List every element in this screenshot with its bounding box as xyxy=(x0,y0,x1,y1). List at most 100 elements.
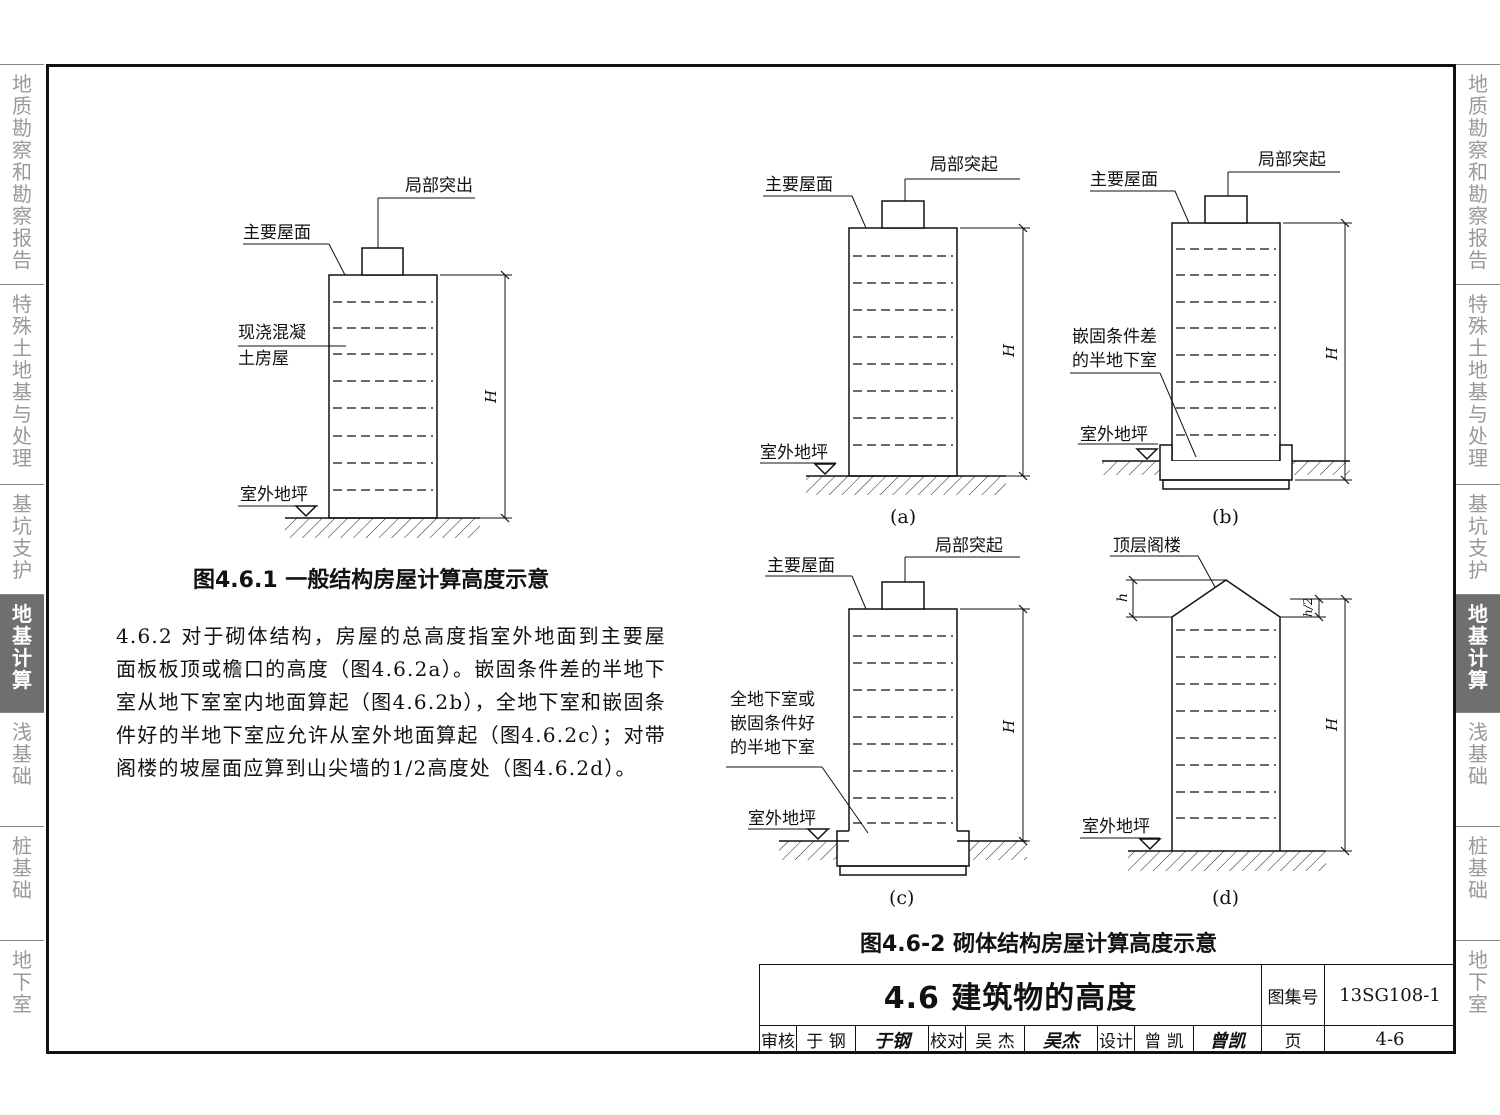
fig2c-protrusion xyxy=(881,581,925,610)
side-tab-char: 坑 xyxy=(1468,514,1488,538)
side-tab-char: 浅 xyxy=(12,720,32,744)
side-tab-char: 质 xyxy=(12,94,32,118)
side-tab-char: 勘 xyxy=(1468,116,1488,140)
fig2a-label-height: H xyxy=(1000,343,1018,358)
fig2b-caption: (b) xyxy=(1212,506,1239,528)
side-tab-2[interactable]: 基坑支护 xyxy=(0,484,44,594)
fig2c-caption: (c) xyxy=(889,887,914,909)
fig1-title: 图4.6.1 一般结构房屋计算高度示意 xyxy=(193,568,550,593)
side-tab-3[interactable]: 地基计算 xyxy=(0,594,44,712)
side-tab-char: 地 xyxy=(1468,602,1488,626)
fig2c-building xyxy=(848,608,958,842)
side-tab-char: 支 xyxy=(12,536,32,560)
side-tab-6[interactable]: 地下室 xyxy=(0,940,44,1054)
fig1-label-ground: 室外地坪 xyxy=(240,485,308,505)
side-tab-char: 察 xyxy=(1468,138,1488,162)
designer-name: 曾 凯 xyxy=(1134,1025,1194,1054)
side-tab-char: 地 xyxy=(12,358,32,382)
side-tab-char: 础 xyxy=(12,764,32,788)
side-tab-1[interactable]: 特殊土地基与处理 xyxy=(0,284,44,484)
side-tab-char: 基 xyxy=(1468,856,1488,880)
side-tabs-right: 地质勘察和勘察报告特殊土地基与处理基坑支护地基计算浅基础桩基础地下室 xyxy=(1456,64,1500,1054)
side-tab-6[interactable]: 地下室 xyxy=(1456,940,1500,1054)
side-tab-4[interactable]: 浅基础 xyxy=(0,712,44,826)
fig2d-label-attic: 顶层阁楼 xyxy=(1113,536,1181,556)
fig2d-label-height: H xyxy=(1323,717,1341,732)
fig1-ground-hatch xyxy=(285,518,480,538)
side-tab-char: 特 xyxy=(12,292,32,316)
fig1-ground-symbol xyxy=(294,505,318,518)
side-tab-5[interactable]: 桩基础 xyxy=(0,826,44,940)
side-tab-1[interactable]: 特殊土地基与处理 xyxy=(1456,284,1500,484)
side-tab-5[interactable]: 桩基础 xyxy=(1456,826,1500,940)
side-tab-char: 殊 xyxy=(12,314,32,338)
side-tab-char: 察 xyxy=(12,138,32,162)
fig1-building xyxy=(328,274,438,519)
fig2a-caption: (a) xyxy=(890,506,916,528)
fig2d-label-h2: h/2 xyxy=(1301,598,1315,617)
side-tab-char: 基 xyxy=(12,742,32,766)
side-tab-char: 计 xyxy=(12,646,32,670)
side-tab-char: 浅 xyxy=(1468,720,1488,744)
fig1-protrusion xyxy=(361,247,404,276)
side-tab-2[interactable]: 基坑支护 xyxy=(1456,484,1500,594)
side-tab-char: 地 xyxy=(1468,72,1488,96)
reviewer-signature: 于钢 xyxy=(855,1025,929,1054)
side-tab-char: 质 xyxy=(1468,94,1488,118)
fig1-floor-lines xyxy=(333,301,433,491)
page-number: 4-6 xyxy=(1324,1025,1456,1054)
side-tab-char: 理 xyxy=(1468,446,1488,470)
fig2b-label-protrusion: 局部突起 xyxy=(1258,150,1326,170)
side-tab-char: 地 xyxy=(12,72,32,96)
fig1-label-height: H xyxy=(482,389,500,404)
side-tab-char: 护 xyxy=(12,558,32,582)
checker-label: 校对 xyxy=(928,1025,966,1054)
fig2c-label-basement-1: 全地下室或 xyxy=(730,690,815,710)
side-tab-4[interactable]: 浅基础 xyxy=(1456,712,1500,826)
side-tab-char: 坑 xyxy=(12,514,32,538)
side-tab-char: 勘 xyxy=(1468,182,1488,206)
side-tab-char: 基 xyxy=(1468,742,1488,766)
fig2a-protrusion xyxy=(881,200,925,229)
side-tab-char: 处 xyxy=(12,424,32,448)
fig1-label-building-1: 现浇混凝 xyxy=(238,323,306,343)
side-tab-char: 下 xyxy=(12,970,32,994)
side-tab-char: 基 xyxy=(12,492,32,516)
side-tab-char: 理 xyxy=(12,446,32,470)
side-tab-char: 报 xyxy=(12,226,32,250)
fig1-label-main-roof: 主要屋面 xyxy=(243,223,311,243)
fig1-label-protrusion: 局部突出 xyxy=(405,176,473,196)
side-tab-char: 支 xyxy=(1468,536,1488,560)
fig2c-basement xyxy=(836,830,970,867)
figure-4-6-2b xyxy=(1070,171,1352,490)
figure-4-6-2c xyxy=(726,556,1030,876)
drawing-frame xyxy=(46,64,1456,1054)
fig2c-label-basement-2: 嵌固条件好 xyxy=(730,714,815,734)
fig2c-label-height: H xyxy=(1000,719,1018,734)
side-tab-char: 算 xyxy=(1468,668,1488,692)
side-tab-0[interactable]: 地质勘察和勘察报告 xyxy=(1456,64,1500,284)
side-tab-char: 计 xyxy=(1468,646,1488,670)
side-tab-char: 殊 xyxy=(1468,314,1488,338)
section-title: 4.6 建筑物的高度 xyxy=(759,964,1262,1026)
side-tab-char: 处 xyxy=(1468,424,1488,448)
fig2b-protrusion xyxy=(1204,195,1248,224)
side-tab-char: 桩 xyxy=(12,834,32,858)
fig2b-label-height: H xyxy=(1323,346,1341,361)
checker-name: 吴 杰 xyxy=(965,1025,1025,1054)
side-tab-char: 察 xyxy=(1468,204,1488,228)
side-tab-char: 勘 xyxy=(12,116,32,140)
figure-4-6-1 xyxy=(238,197,512,538)
clause-4-6-2: 4.6.2 对于砌体结构，房屋的总高度指室外地面到主要屋面板板顶或檐口的高度（图… xyxy=(116,624,666,780)
side-tab-char: 桩 xyxy=(1468,834,1488,858)
side-tab-0[interactable]: 地质勘察和勘察报告 xyxy=(0,64,44,284)
side-tab-char: 础 xyxy=(1468,764,1488,788)
designer-signature: 曾凯 xyxy=(1193,1025,1262,1054)
side-tab-char: 和 xyxy=(12,160,32,184)
side-tab-char: 勘 xyxy=(12,182,32,206)
fig2a-building xyxy=(848,227,958,477)
side-tab-3[interactable]: 地基计算 xyxy=(1456,594,1500,712)
side-tab-char: 告 xyxy=(1468,248,1488,272)
side-tab-char: 基 xyxy=(12,380,32,404)
